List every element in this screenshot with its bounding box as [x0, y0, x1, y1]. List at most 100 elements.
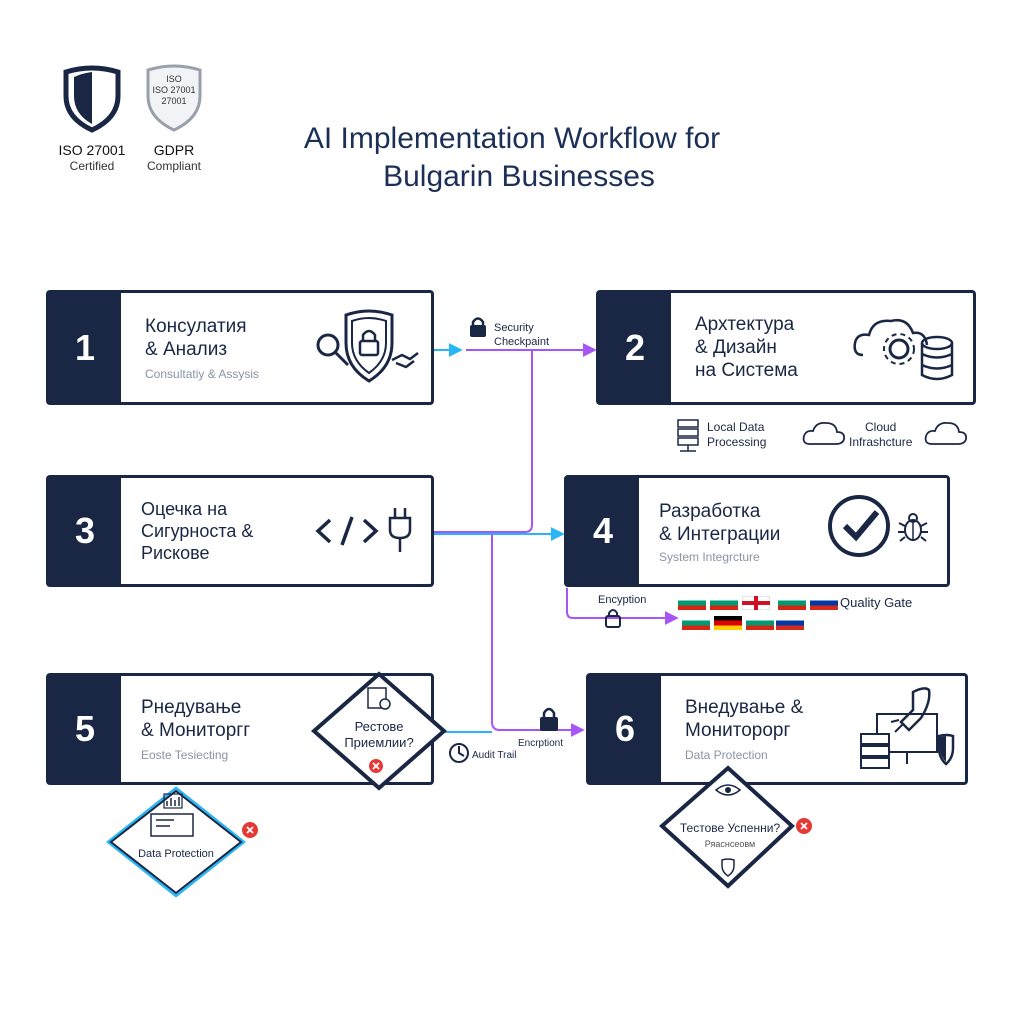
diamond-5-text: Рестове Приемлии? — [330, 719, 428, 751]
step-1-number: 1 — [49, 293, 121, 402]
document-icon — [367, 687, 387, 709]
plug-icon — [388, 508, 412, 552]
step-6-number: 6 — [589, 676, 661, 782]
flag-bulgaria-r1-3 — [778, 596, 806, 610]
step-6-title: Внедување & Мониторорг — [685, 696, 803, 742]
cloud-icon-right — [924, 422, 968, 445]
encryption-label: Encyption — [598, 594, 647, 606]
step-3-title-line-2: Сигурноста & — [141, 521, 254, 541]
flag-bulgaria-r1-0 — [678, 596, 706, 610]
line-trunk-2 — [491, 533, 585, 737]
step-4-title: Разработка & Интеграции — [659, 500, 780, 546]
step-2-number: 2 — [599, 293, 671, 402]
page-title: AI Implementation Workflow for Bulgarin … — [0, 120, 1024, 196]
step-6-card[interactable]: 6 Внедување & Мониторорг Data Protection — [586, 673, 968, 785]
step-4-title-line-1: Разработка — [659, 501, 761, 522]
line-trunk — [432, 350, 533, 533]
server-icon — [677, 419, 699, 452]
step-3-number: 3 — [49, 478, 121, 584]
flag-russia-r2-3 — [776, 616, 804, 630]
quality-gate-label: Quality Gate — [840, 595, 913, 610]
lock-icon-checkpoint — [470, 317, 486, 337]
title-line-1: AI Implementation Workflow for — [303, 122, 721, 155]
bar-chart-icon — [163, 793, 183, 809]
bug-icon — [898, 513, 928, 542]
flag-england-r1-2 — [742, 596, 770, 610]
step-5-title-line-2: & Мониторгг — [141, 720, 251, 741]
decision-diamond-6[interactable] — [656, 764, 816, 892]
local-data-line-1: Local Data — [707, 420, 765, 434]
flag-bulgaria-r2-2 — [746, 616, 774, 630]
shield-icon — [63, 65, 121, 133]
flag-germany-r2-1 — [714, 616, 742, 630]
cloud-label: Cloud Infrashcture — [849, 420, 912, 450]
dashboard-icon — [150, 813, 194, 837]
step-2-title-line-1: Архтектура — [695, 314, 795, 335]
lock-icon-encryption-2 — [540, 707, 558, 731]
audit-trail-label: Audit Trail — [472, 750, 517, 761]
gdpr-sublabel: Compliant — [146, 159, 202, 173]
audit-icon — [449, 743, 469, 763]
cloud-icon-left — [802, 422, 846, 445]
flag-bulgaria-r1-1 — [710, 596, 738, 610]
step-1-title: Консулатия & Анализ — [145, 315, 247, 361]
diamond-6-line-2: Ряаснсеовм — [704, 839, 756, 849]
arrow-encryption — [566, 588, 679, 625]
step-1-title-line-2: & Анализ — [145, 339, 228, 360]
step-3-card[interactable]: 3 Оцечка на Сигурноста & Рискове — [46, 475, 434, 587]
gdpr-badge: ISO ISO 27001 27001 GDPR Compliant — [134, 62, 214, 177]
iso-badge: ISO 27001 Certified — [52, 62, 132, 177]
diamond-6-line-1: Тестове Успенни? — [679, 821, 781, 835]
decision-diamond-5[interactable] — [310, 670, 448, 792]
eye-icon — [714, 784, 742, 796]
diamond-6-text: Тестове Успенни? Ряаснсеовм — [672, 820, 788, 852]
step-1-card[interactable]: 1 Консулатия & Анализ Consultatіy & Assy… — [46, 290, 434, 405]
shield-text-2: ISO 27001 — [152, 85, 195, 95]
step-3-title: Оцечка на Сигурноста & Рискове — [141, 498, 253, 564]
shield-text-1: ISO — [166, 74, 182, 84]
cloud-gear-database-icon — [853, 319, 954, 381]
code-icon — [315, 516, 379, 546]
step-3-title-line-3: Рискове — [141, 543, 210, 563]
iso-shield-icon: ISO ISO 27001 27001 — [146, 64, 202, 132]
lock-icon-encryption — [605, 609, 621, 628]
rocket-server-icon — [860, 687, 955, 769]
security-checkpoint-label: Security Checkpaint — [494, 321, 549, 349]
encryption-2-label: Encrptiont — [518, 738, 564, 749]
iso-label: ISO 27001 — [58, 142, 126, 158]
step-5-title: Рнедување & Мониторгг — [141, 696, 250, 742]
shield-text-3: 27001 — [161, 96, 186, 106]
iso-sublabel: Certified — [69, 159, 115, 173]
step-4-subtitle: System Integrcture — [659, 550, 760, 564]
step-4-number: 4 — [567, 478, 639, 584]
step-5-title-line-1: Рнедување — [141, 697, 242, 718]
diamond-5-line-1: Рестове — [354, 719, 404, 734]
local-data-line-2: Processing — [707, 435, 767, 449]
step-6-subtitle: Data Protection — [685, 748, 768, 762]
diamond-5b-label: Data Protection — [138, 848, 214, 860]
step-4-title-line-2: & Интеграции — [659, 524, 781, 545]
step-2-title: Архтектура & Дизайн на Система — [695, 313, 798, 382]
local-data-label: Local Data Processing — [707, 420, 766, 450]
step-4-card[interactable]: 4 Разработка & Интеграции System Integrc… — [564, 475, 950, 587]
step-5-number: 5 — [49, 676, 121, 782]
decision-diamond-data-protection[interactable] — [104, 782, 258, 900]
title-line-2: Bulgarin Businesses — [383, 160, 655, 193]
security-checkpoint-line-1: Security — [494, 322, 534, 334]
step-6-title-line-1: Внедување & — [685, 697, 804, 718]
flag-bulgaria-r2-0 — [682, 616, 710, 630]
step-1-title-line-1: Консулатия — [145, 316, 247, 337]
step-1-subtitle: Consultatіy & Assysis — [145, 367, 260, 381]
step-5-subtitle: Eoste Tesiecting — [141, 748, 229, 762]
step-2-title-line-2: & Дизайн — [695, 337, 777, 358]
cloud-line-1: Cloud — [865, 420, 897, 434]
step-2-card[interactable]: 2 Архтектура & Дизайн на Система — [596, 290, 976, 405]
gdpr-label: GDPR — [153, 142, 195, 158]
step-3-title-line-1: Оцечка на — [141, 499, 228, 519]
cloud-line-2: Infrashcture — [849, 435, 913, 449]
diamond-5-line-2: Приемлии? — [344, 735, 414, 750]
step-2-title-line-3: на Система — [695, 360, 798, 381]
step-6-title-line-2: Мониторорг — [685, 720, 791, 741]
shield-search-handshake-icon — [316, 309, 419, 383]
